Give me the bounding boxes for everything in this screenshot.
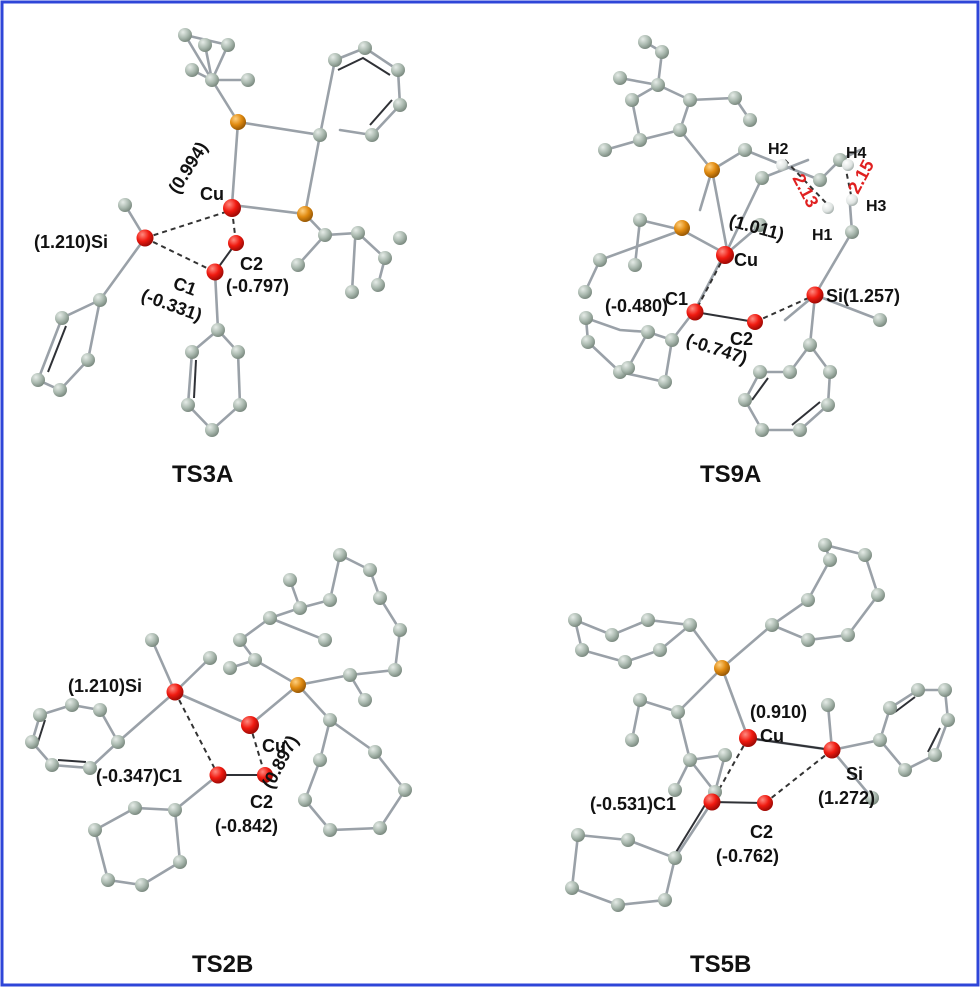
ts3a-carbon-atoms [31, 28, 407, 437]
ts3a-c2-label: C2 [240, 254, 263, 274]
ts2b-c2-charge: (-0.842) [215, 816, 278, 836]
ts3a-phosphorus-atom [230, 114, 246, 130]
ts3a-si-label: (1.210)Si [34, 232, 108, 252]
ts9a-h3-label: H3 [866, 198, 887, 215]
ts5b-c2-atom [757, 795, 773, 811]
ts9a-carbon-atoms [578, 35, 887, 437]
ts9a-si-label: Si(1.257) [826, 286, 900, 306]
ts3a-cu-atom [223, 199, 241, 217]
ts9a-title: TS9A [700, 461, 761, 488]
ts9a-c1-atom [686, 303, 704, 321]
ts2b-cu-atom [241, 716, 259, 734]
ts5b-c1-atom [703, 793, 721, 811]
ts5b-carbon-atoms [565, 538, 955, 912]
ts5b-c1-label: (-0.531)C1 [590, 794, 676, 814]
ts5b-si-label: Si [846, 764, 863, 784]
ts3a-c2-charge: (-0.797) [226, 276, 289, 296]
ts9a-c1-charge: (-0.480) [605, 296, 668, 316]
ts9a-phosphorus-atom [674, 220, 690, 236]
ts5b-c2-charge: (-0.762) [716, 846, 779, 866]
panel-ts5b: (0.910) Cu Si (1.272) (-0.531)C1 C2 (-0.… [565, 538, 955, 978]
ts5b-title: TS5B [690, 951, 751, 978]
ts3a-phosphorus-atom [297, 206, 313, 222]
ts9a-c1-label: C1 [665, 289, 688, 309]
ts2b-si-label: (1.210)Si [68, 676, 142, 696]
ts2b-carbon-atoms [25, 548, 412, 892]
ts5b-si-atom [823, 741, 841, 759]
ts9a-phosphorus-atom [704, 162, 720, 178]
ts2b-c1-label: (-0.347)C1 [96, 766, 182, 786]
ts2b-phosphorus-atom [290, 677, 306, 693]
ts9a-h4-label: H4 [846, 145, 867, 162]
ts2b-si-atom [166, 683, 184, 701]
ts3a-cu-label: Cu [200, 184, 224, 204]
ts3a-c1-atom [206, 263, 224, 281]
ts5b-cu-label: Cu [760, 726, 784, 746]
ts3a-si-atom [136, 229, 154, 247]
ts5b-phosphorus-atom [714, 660, 730, 676]
ts5b-cu-charge: (0.910) [750, 702, 807, 722]
ts2b-c2-atom [257, 767, 273, 783]
panel-ts2b: (1.210)Si Cu (0.897) (-0.347)C1 C2 (-0.8… [25, 548, 412, 978]
ts5b-dashed-interactions [711, 737, 833, 804]
ts3a-title: TS3A [172, 461, 233, 488]
ts9a-si-atom [806, 286, 824, 304]
ts3a-c2-atom [228, 235, 244, 251]
ts5b-c2-label: C2 [750, 822, 773, 842]
ts9a-c2-label: C2 [730, 329, 753, 349]
ts9a-h2-label: H2 [768, 141, 789, 158]
ts9a-h1-label: H1 [812, 227, 833, 244]
ts9a-cu-atom [716, 246, 734, 264]
ts2b-title: TS2B [192, 951, 253, 978]
ts2b-c1-atom [209, 766, 227, 784]
ts2b-c2-label: C2 [250, 792, 273, 812]
ts9a-hydrogen-atoms [776, 159, 858, 214]
ts2b-cu-label: Cu [262, 736, 286, 756]
ts5b-cu-atom [739, 729, 757, 747]
ts9a-c2-atom [747, 314, 763, 330]
ts5b-si-charge: (1.272) [818, 788, 875, 808]
ts9a-cu-label: Cu [734, 250, 758, 270]
